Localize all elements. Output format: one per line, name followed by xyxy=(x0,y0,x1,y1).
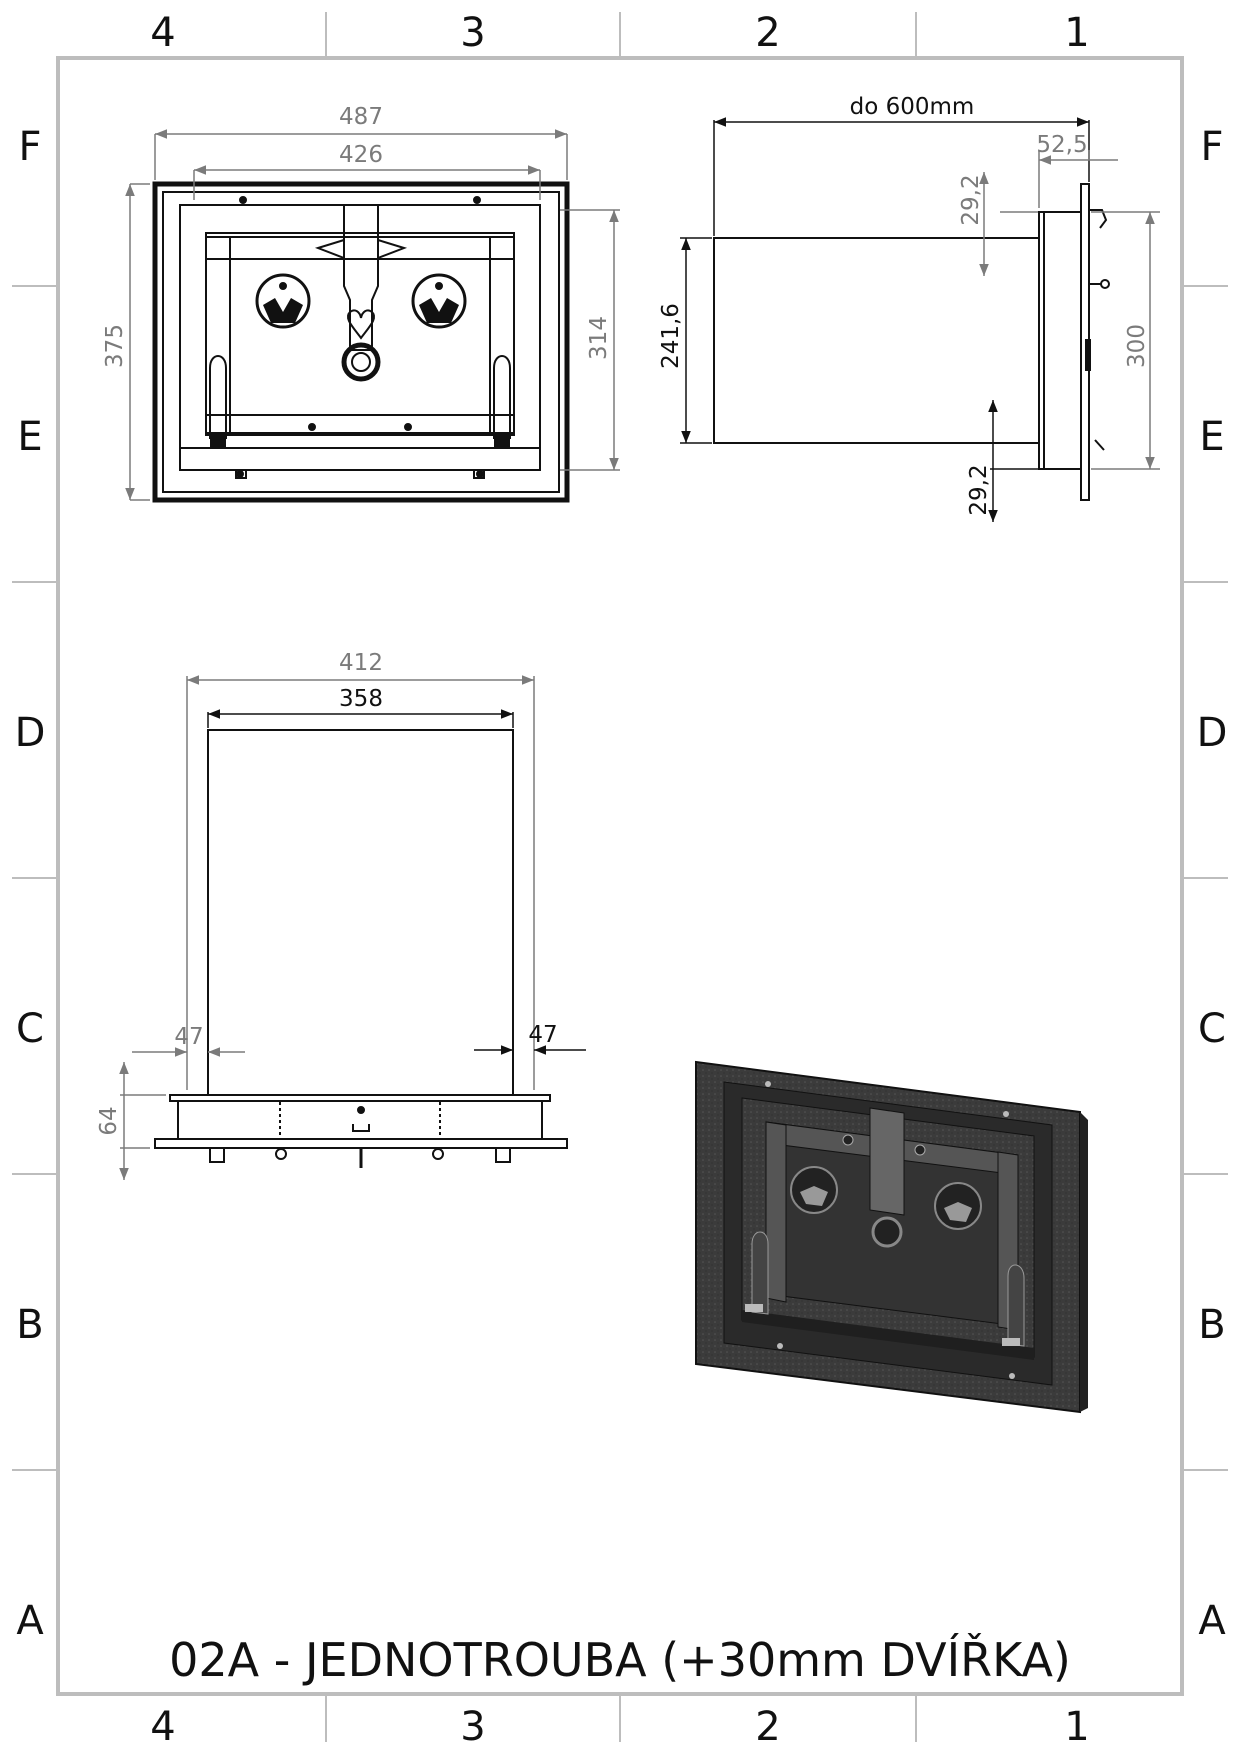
row-label-right: F xyxy=(1200,124,1223,170)
dim-flange: 52,5 xyxy=(1036,132,1087,158)
front-view xyxy=(152,181,570,503)
isometric-render xyxy=(695,1060,1088,1414)
column-label-top: 2 xyxy=(755,10,780,56)
drawing-title: 02A - JEDNOTROUBA (+30mm DVÍŘKA) xyxy=(169,1633,1071,1687)
row-label-right: A xyxy=(1198,1598,1226,1644)
column-label-bottom: 1 xyxy=(1064,1704,1089,1750)
dim-frame-height: 64 xyxy=(96,1106,122,1135)
row-label-right: B xyxy=(1198,1302,1225,1348)
dim-outer-width: 487 xyxy=(339,104,383,130)
row-label-left: A xyxy=(16,1598,44,1644)
column-label-top: 3 xyxy=(460,10,485,56)
dim-top-offset: 29,2 xyxy=(958,174,984,225)
dim-inner-width: 426 xyxy=(339,142,383,168)
row-label-right: D xyxy=(1197,710,1228,756)
row-label-right: C xyxy=(1198,1006,1226,1052)
dim-right-step: 47 xyxy=(528,1022,557,1048)
row-label-left: B xyxy=(16,1302,43,1348)
column-label-top: 1 xyxy=(1064,10,1089,56)
dim-outer-height: 375 xyxy=(102,324,128,368)
top-view xyxy=(154,729,568,1168)
column-label-bottom: 4 xyxy=(150,1704,175,1750)
sheet-border xyxy=(12,12,1228,1742)
dim-body-height: 241,6 xyxy=(658,303,684,369)
dim-depth: do 600mm xyxy=(850,94,975,120)
row-label-left: F xyxy=(18,124,41,170)
column-label-bottom: 2 xyxy=(755,1704,780,1750)
dim-top-outer-width: 412 xyxy=(339,650,383,676)
dim-bottom-offset: 29,2 xyxy=(966,464,992,515)
dim-top-inner-width: 358 xyxy=(339,686,383,712)
side-view-dimensions xyxy=(680,117,1160,522)
dim-left-step: 47 xyxy=(174,1024,203,1050)
top-view-dimensions xyxy=(119,675,586,1180)
row-label-left: C xyxy=(16,1006,44,1052)
dim-inner-height: 314 xyxy=(586,316,612,360)
row-label-right: E xyxy=(1199,414,1224,460)
row-label-left: E xyxy=(17,414,42,460)
column-label-top: 4 xyxy=(150,10,175,56)
row-label-left: D xyxy=(15,710,46,756)
dim-front-height: 300 xyxy=(1124,324,1150,368)
column-label-bottom: 3 xyxy=(460,1704,485,1750)
side-view xyxy=(713,183,1110,501)
front-view-dimensions xyxy=(125,129,620,501)
